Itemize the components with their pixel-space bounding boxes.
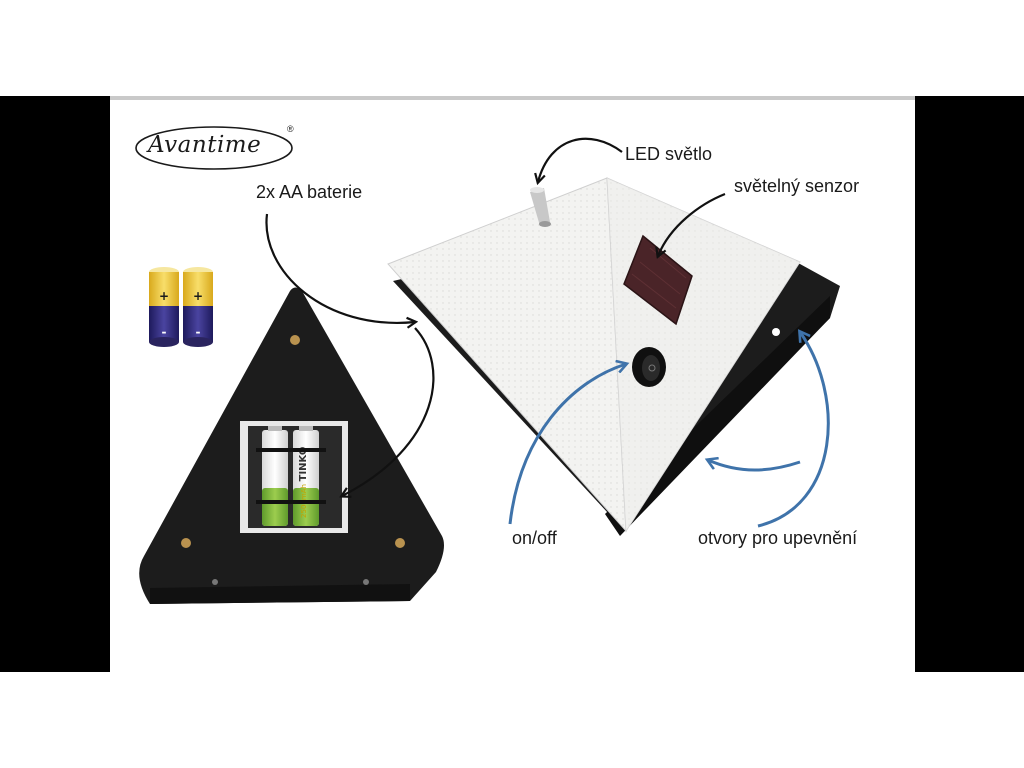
label-batteries: 2x AA baterie bbox=[256, 182, 363, 202]
battery-brand-text: TINKO bbox=[298, 447, 309, 482]
led-label-arrow bbox=[538, 137, 623, 182]
mounting-arrow-bottom bbox=[708, 460, 801, 472]
svg-text:+: + bbox=[159, 289, 169, 303]
on-off-arrow bbox=[508, 364, 626, 525]
rechargeable-battery-right: TINKO 2500mAh bbox=[293, 426, 319, 526]
svg-text:+: + bbox=[193, 289, 203, 303]
logo-registered-mark: ® bbox=[287, 124, 294, 134]
left-letterbox-bar bbox=[0, 96, 110, 672]
top-margin bbox=[0, 0, 1024, 96]
rechargeable-battery-left bbox=[262, 426, 288, 526]
annotation-arrows-black bbox=[265, 137, 726, 496]
svg-text:-: - bbox=[162, 325, 167, 339]
sensor-label-arrow bbox=[658, 192, 726, 256]
light-sensor-panel bbox=[623, 234, 693, 326]
right-letterbox-bar bbox=[915, 96, 1024, 672]
svg-text:-: - bbox=[196, 325, 201, 339]
pyramid-lamp bbox=[387, 177, 840, 536]
mounting-arrow-top bbox=[757, 332, 830, 528]
led-light bbox=[530, 187, 551, 227]
bottom-margin bbox=[0, 672, 1024, 768]
screw-top bbox=[290, 335, 300, 345]
label-on-off: on/off bbox=[512, 528, 557, 548]
screw-bottom-right bbox=[395, 538, 405, 548]
logo-wordmark: Avantime bbox=[148, 132, 262, 158]
mounting-hole-top bbox=[772, 328, 780, 336]
mounting-hole-bottom bbox=[700, 456, 708, 464]
product-image: + - + - bbox=[110, 96, 915, 672]
avantime-logo bbox=[135, 126, 293, 170]
product-illustration: + - + - bbox=[135, 126, 840, 604]
on-off-switch bbox=[632, 347, 666, 387]
label-mounting-holes: otvory pro upevnění bbox=[698, 528, 858, 548]
label-led-light: LED světlo bbox=[625, 144, 713, 164]
logo-oval bbox=[135, 126, 293, 170]
frame-top-border bbox=[110, 96, 915, 100]
screw-bottom-left bbox=[181, 538, 191, 548]
aa-battery-icon: + - + - bbox=[149, 267, 213, 347]
annotation-arrows-blue bbox=[508, 332, 830, 528]
battery-label-arrow-to-lamp bbox=[265, 213, 415, 323]
label-light-sensor: světelný senzor bbox=[734, 176, 860, 196]
battery-label-arrow-to-compartment bbox=[342, 327, 435, 496]
pyramid-left-face bbox=[387, 177, 627, 533]
lamp-back-panel: TINKO 2500mAh bbox=[139, 287, 444, 604]
